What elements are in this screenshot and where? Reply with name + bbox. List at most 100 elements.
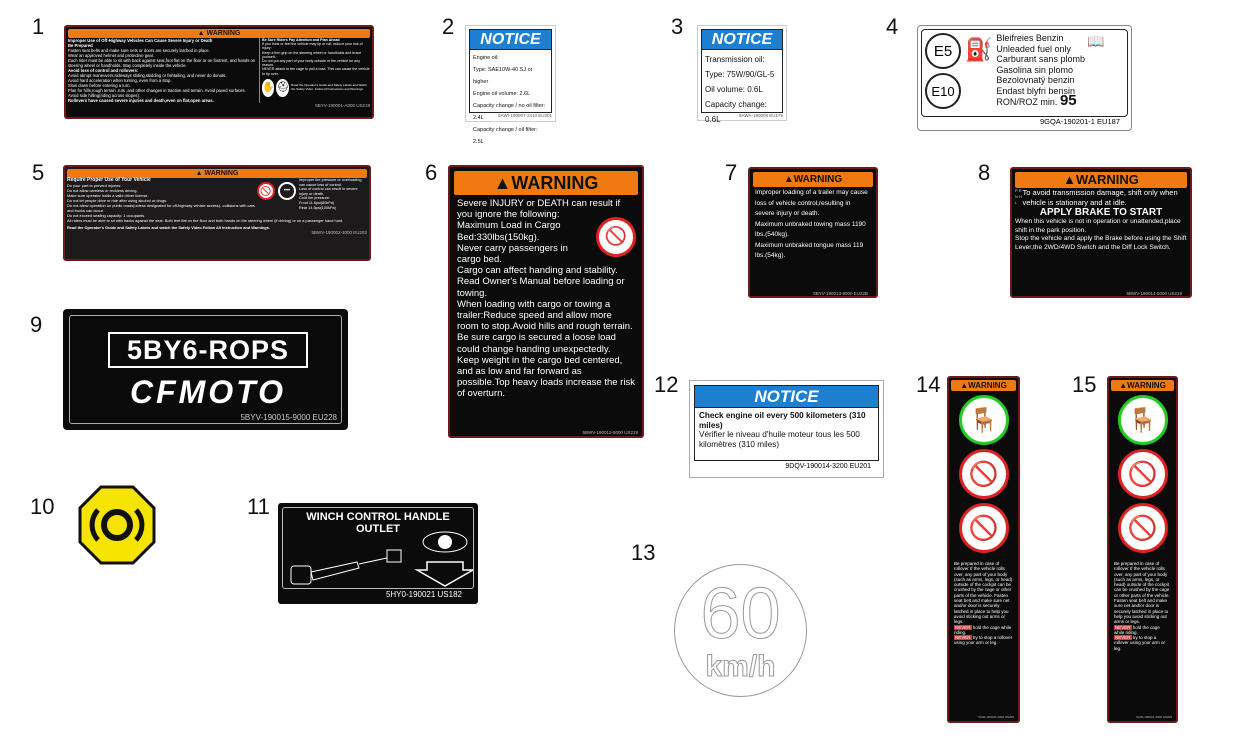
bullet: Do not let people drive or ride after us… xyxy=(67,198,168,203)
no-hand-outside-icon: 🚫 xyxy=(958,449,1009,499)
part-code: 5A30-190021-4000 US209 xyxy=(1136,715,1172,719)
warning-header: ▲WARNING xyxy=(454,171,638,195)
label-number: 9 xyxy=(30,312,43,337)
part-code: 5BYV-190013-9000 EU22B xyxy=(813,291,868,296)
apply-brake-heading: APPLY BRAKE TO START xyxy=(1039,207,1163,218)
text: Capacity change / oil filter: 2.5L xyxy=(473,127,538,145)
ron-label: RON/ROZ min. xyxy=(996,97,1058,107)
no-arm-stop-rollover-icon: 🚫 xyxy=(958,503,1009,553)
notice-label-3: NOTICE Transmission oil: Type: 75W/90/GL… xyxy=(697,25,787,124)
brand-logo: CFMOTO xyxy=(129,374,287,410)
text: Loss of control can result in severe inj… xyxy=(299,187,358,196)
notice-label-2: NOTICE Engine oil: Type: SAE10W-40 SJ or… xyxy=(465,25,556,145)
bullet: Never carry passengers in cargo bed. xyxy=(457,242,568,266)
text: Bezolovnatý benzin xyxy=(996,75,1075,85)
bullet: Maximum unbraked tongue mass 119 lbs.(54… xyxy=(755,241,864,260)
bullet: Do not allow careless or reckless drivin… xyxy=(67,188,138,193)
tire-pressure-icon: ••• xyxy=(278,182,296,200)
text: Type: 75W/90/GL-5 xyxy=(705,70,775,79)
bullet: Maximum Load in Cargo Bed:330lbs(150kg). xyxy=(457,220,561,243)
text: Rear 14.5psi(100kPa) xyxy=(299,205,336,210)
warning-label-5: ▲ WARNING Require Proper Use of Your Veh… xyxy=(63,165,371,261)
part-code: 9AWI-190007-2410 EU201 xyxy=(498,113,552,118)
label-number: 12 xyxy=(654,372,679,397)
heading: Improper Use of Off-Highway Vehicles Can… xyxy=(68,38,213,43)
no-passenger-cargo-icon: 🚫 xyxy=(596,217,636,257)
winch-plug-outlet-icon xyxy=(290,531,473,587)
seatbelt-rider-icon: 🪑 xyxy=(958,395,1009,445)
bullet: Each rider must be able to sit with back… xyxy=(68,58,256,68)
warning-header: ▲WARNING xyxy=(951,380,1016,391)
part-code: 5BWV-190014-5000 US219 xyxy=(1126,291,1182,296)
rider-icon: ✋ xyxy=(262,78,275,97)
warning-header: ▲WARNING xyxy=(1111,380,1174,391)
part-code: 9GQA-190201-1 EU187 xyxy=(1039,117,1120,126)
bullet: Do not allow operation on public roads(u… xyxy=(67,203,255,213)
warning-header: ▲ WARNING xyxy=(68,29,370,38)
text: hold the cage while riding. xyxy=(954,624,1012,635)
label-number: 7 xyxy=(725,160,738,185)
text: Oil volume: 0.6L xyxy=(705,85,763,94)
text: Be prepared in case of rollover If the v… xyxy=(1114,561,1170,625)
part-code: 9DQV-190014-3200 EU201 xyxy=(785,463,871,470)
never-badge: NEVER xyxy=(1114,624,1132,630)
text: try to stop a rollover using your arm or… xyxy=(954,635,1013,646)
text: Gasolina sin plomo xyxy=(996,64,1073,75)
bullet: Maximum unbraked towing mass 1190 lbs.(5… xyxy=(755,220,866,239)
title: WINCH CONTROL HANDLE OUTLET xyxy=(306,511,450,535)
warning-label-1: ▲ WARNING Improper Use of Off-Highway Ve… xyxy=(64,25,374,119)
text: Engine oil: xyxy=(473,55,499,61)
label-number: 8 xyxy=(978,160,991,185)
text: If you think or feel the vehicle may tip… xyxy=(262,42,363,51)
text: Be prepared in case of rollover If the v… xyxy=(954,561,1013,625)
never-badge: NEVER xyxy=(954,635,972,641)
label-number: 3 xyxy=(671,14,684,39)
notice-label-12: NOTICE Check engine oil every 500 kilome… xyxy=(689,380,884,478)
bullet: Fasten seat belts and make sure nets or … xyxy=(68,48,210,53)
winch-label-11: WINCH CONTROL HANDLE OUTLET 5HY0-190021 … xyxy=(278,503,478,604)
notice-header: NOTICE xyxy=(702,30,782,50)
bullet: Be sure cargo is secured a loose load co… xyxy=(457,332,616,355)
part-code: 5BYV-190001-A000 US219 xyxy=(315,103,370,108)
text: Transmission oil: xyxy=(705,55,765,64)
bullet: To avoid transmission damage, shift only… xyxy=(1022,188,1178,207)
text: Unleaded fuel only xyxy=(996,43,1071,54)
heading: Be Sure Riders Pay Attention and Plan Ah… xyxy=(262,38,340,42)
text: Capacity change / no oil filter: 2.4L xyxy=(473,103,546,121)
bullet: Stop the vehicle and apply the Brake bef… xyxy=(1015,235,1187,251)
label-number: 1 xyxy=(32,14,45,39)
footer-text: Read the Operator's Guide and Safety Lab… xyxy=(67,225,270,230)
no-arm-stop-rollover-icon: 🚫 xyxy=(1117,503,1168,553)
rops-label-9: 5BY6-ROPS CFMOTO 5BYV-190015-9000 EU228 xyxy=(63,309,348,430)
text-french: Vérifier le niveau d'huile moteur tous l… xyxy=(699,430,860,449)
text: Do your part to prevent injuries: xyxy=(67,183,122,188)
warning-label-6: ▲WARNING 🚫 Severe INJURY or DEATH can re… xyxy=(448,165,644,438)
bullet: Cargo can affect handing and stability. … xyxy=(457,265,625,299)
never-badge: NEVER xyxy=(1114,635,1132,641)
text: Improper tire pressure or overloading ca… xyxy=(299,178,362,187)
label-number: 10 xyxy=(30,494,55,519)
label-number: 6 xyxy=(425,160,438,185)
bullet: Plan for hills,rough terrain ,ruts ,and … xyxy=(68,88,246,93)
text: Carburant sans plomb xyxy=(996,54,1085,64)
footer-text: Rollovers have caused severe injuries an… xyxy=(68,98,214,103)
ron-value: 95 xyxy=(1059,92,1077,109)
text: Type: SAE10W-40 SJ or higher xyxy=(473,67,533,85)
bullet: Keep weight in the cargo bed centered, a… xyxy=(457,354,635,400)
bullet: Slow down before entering a turn. xyxy=(68,83,131,88)
part-code: 5BYV-190015-9000 EU228 xyxy=(240,413,337,422)
speed-limit-label-13: 60 km/h xyxy=(674,564,807,697)
seatbelt-icon: ⛑ xyxy=(276,78,290,97)
label-number: 11 xyxy=(247,494,270,519)
label-number: 5 xyxy=(32,160,45,185)
label-number: 14 xyxy=(916,372,941,397)
bullet: When loading with cargo or towing a trai… xyxy=(457,298,633,333)
text: hold the cage while riding. xyxy=(1114,624,1160,635)
subheading: Be Prepared xyxy=(68,43,93,48)
no-passenger-icon: 🚫 xyxy=(257,182,275,200)
bullet: Avoid side hilling(riding across slopes)… xyxy=(68,93,141,98)
part-code: 9AWA-190008 EU179 xyxy=(739,113,783,118)
brake-warning-icon xyxy=(78,485,156,565)
warning-header: ▲ WARNING xyxy=(67,169,367,178)
rollover-warning-label-14: ▲WARNING 🪑 🚫 🚫 Be prepared in case of ro… xyxy=(947,376,1020,723)
